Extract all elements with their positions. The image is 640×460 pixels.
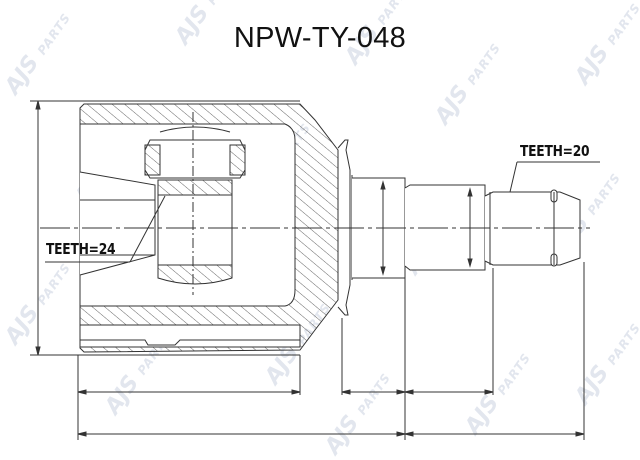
part-number-title: NPW-TY-048 — [233, 22, 407, 54]
inner-teeth-label: TEETH=24 — [46, 240, 116, 258]
outer-teeth-label: TEETH=20 — [520, 142, 590, 160]
